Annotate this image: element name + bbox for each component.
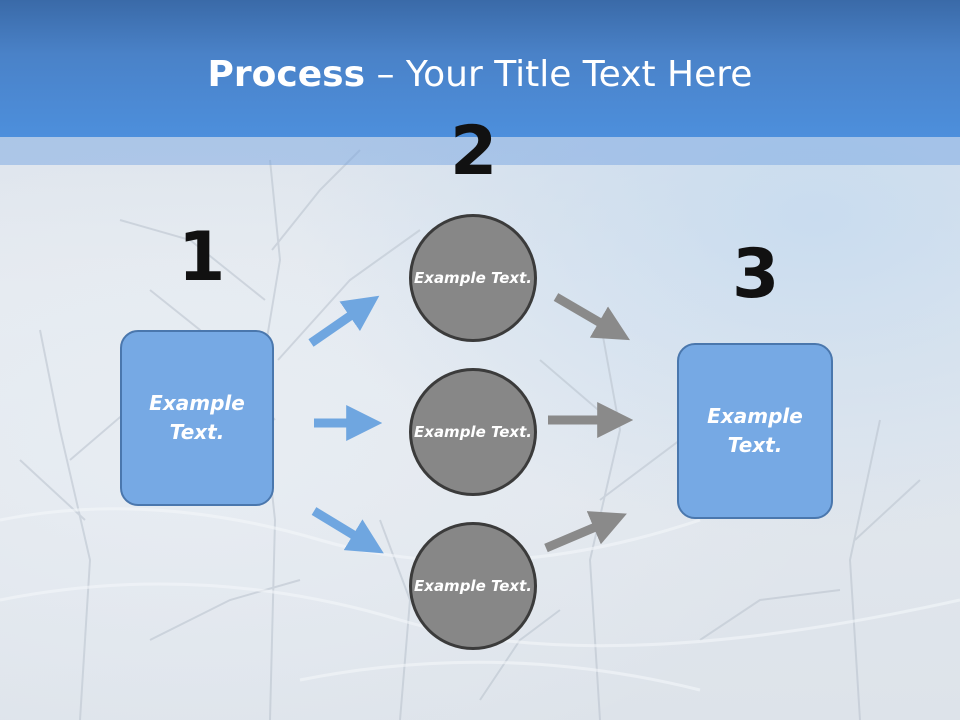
circle-bottom-text: Example Text. [414,576,532,595]
circle-middle: Example Text. [409,368,537,496]
circle-middle-text: Example Text. [414,422,532,441]
left-process-box: Example Text. [120,330,274,506]
title-bold-part: Process [207,54,366,95]
right-box-text: Example Text. [707,404,803,457]
step-number-2: 2 [450,112,498,191]
right-process-box: Example Text. [677,343,833,519]
arrow-from-top-circle [553,293,630,341]
arrow-to-top-circle [308,295,380,347]
arrow-from-bottom-circle [544,511,627,553]
step-number-3: 3 [732,235,780,314]
page-title: Process – Your Title Text Here [0,52,960,98]
title-rest-part: – Your Title Text Here [365,54,753,95]
circle-bottom: Example Text. [409,522,537,650]
arrow-to-bottom-circle [311,507,384,554]
circle-top-text: Example Text. [414,268,532,287]
title-bar-strip [0,137,960,165]
title-bar [0,0,960,137]
circle-top: Example Text. [409,214,537,342]
left-box-text: Example Text. [149,391,245,444]
step-number-1: 1 [178,218,226,297]
